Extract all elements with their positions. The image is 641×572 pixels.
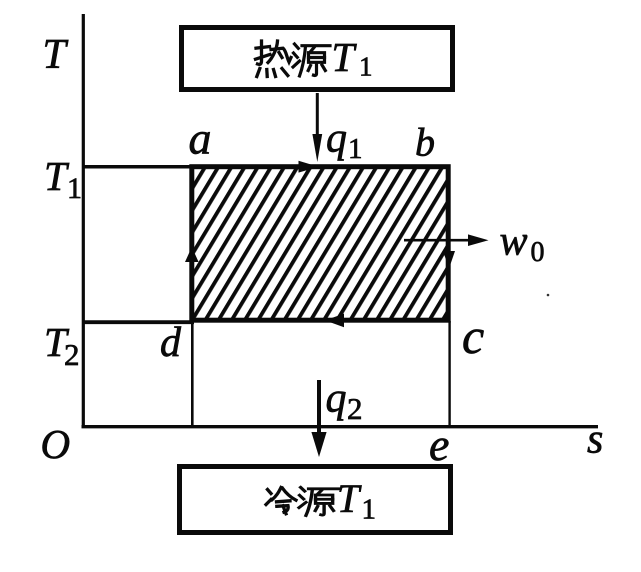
svg-text:1: 1	[362, 494, 377, 526]
svg-text:T: T	[337, 476, 362, 521]
svg-text:1: 1	[348, 133, 363, 165]
svg-text:1: 1	[359, 52, 373, 82]
svg-text:T: T	[44, 319, 70, 365]
svg-text:a: a	[189, 113, 212, 164]
svg-text:0: 0	[531, 237, 545, 268]
svg-text:c: c	[462, 308, 484, 364]
svg-text:b: b	[415, 120, 435, 165]
svg-text:e: e	[429, 419, 449, 470]
svg-text:O: O	[41, 421, 71, 467]
svg-text:w: w	[500, 219, 528, 265]
svg-text:2: 2	[347, 391, 363, 426]
svg-text:q: q	[326, 116, 347, 162]
svg-text:T: T	[43, 32, 69, 78]
svg-text:1: 1	[67, 172, 82, 205]
svg-text:s: s	[587, 417, 603, 463]
svg-text:T: T	[332, 34, 358, 80]
svg-text:2: 2	[64, 337, 80, 372]
svg-text:d: d	[160, 320, 182, 366]
svg-text:T: T	[44, 153, 70, 199]
svg-text:q: q	[326, 376, 347, 422]
